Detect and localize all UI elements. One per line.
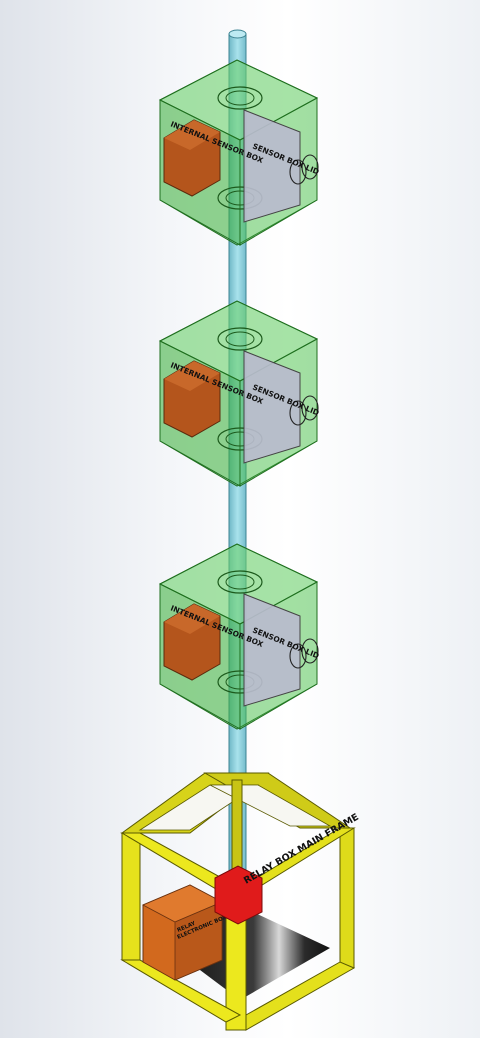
sensor-box-lid bbox=[243, 350, 301, 464]
pole-top-cap bbox=[228, 29, 247, 39]
relay-box-main-frame: RELAY ELECTRONIC BOX RELAY BOX MAIN FRAM… bbox=[120, 772, 361, 1031]
sensor-module-2: INTERNAL SENSOR BOX SENSOR BOX LID bbox=[159, 300, 320, 487]
sensor-module-1: INTERNAL SENSOR BOX SENSOR BOX LID bbox=[159, 59, 320, 246]
sensor-box-lid bbox=[243, 593, 301, 707]
sensor-module-3: INTERNAL SENSOR BOX SENSOR BOX LID bbox=[159, 543, 320, 730]
connector-block bbox=[214, 865, 263, 925]
sensor-box-lid bbox=[243, 109, 301, 223]
